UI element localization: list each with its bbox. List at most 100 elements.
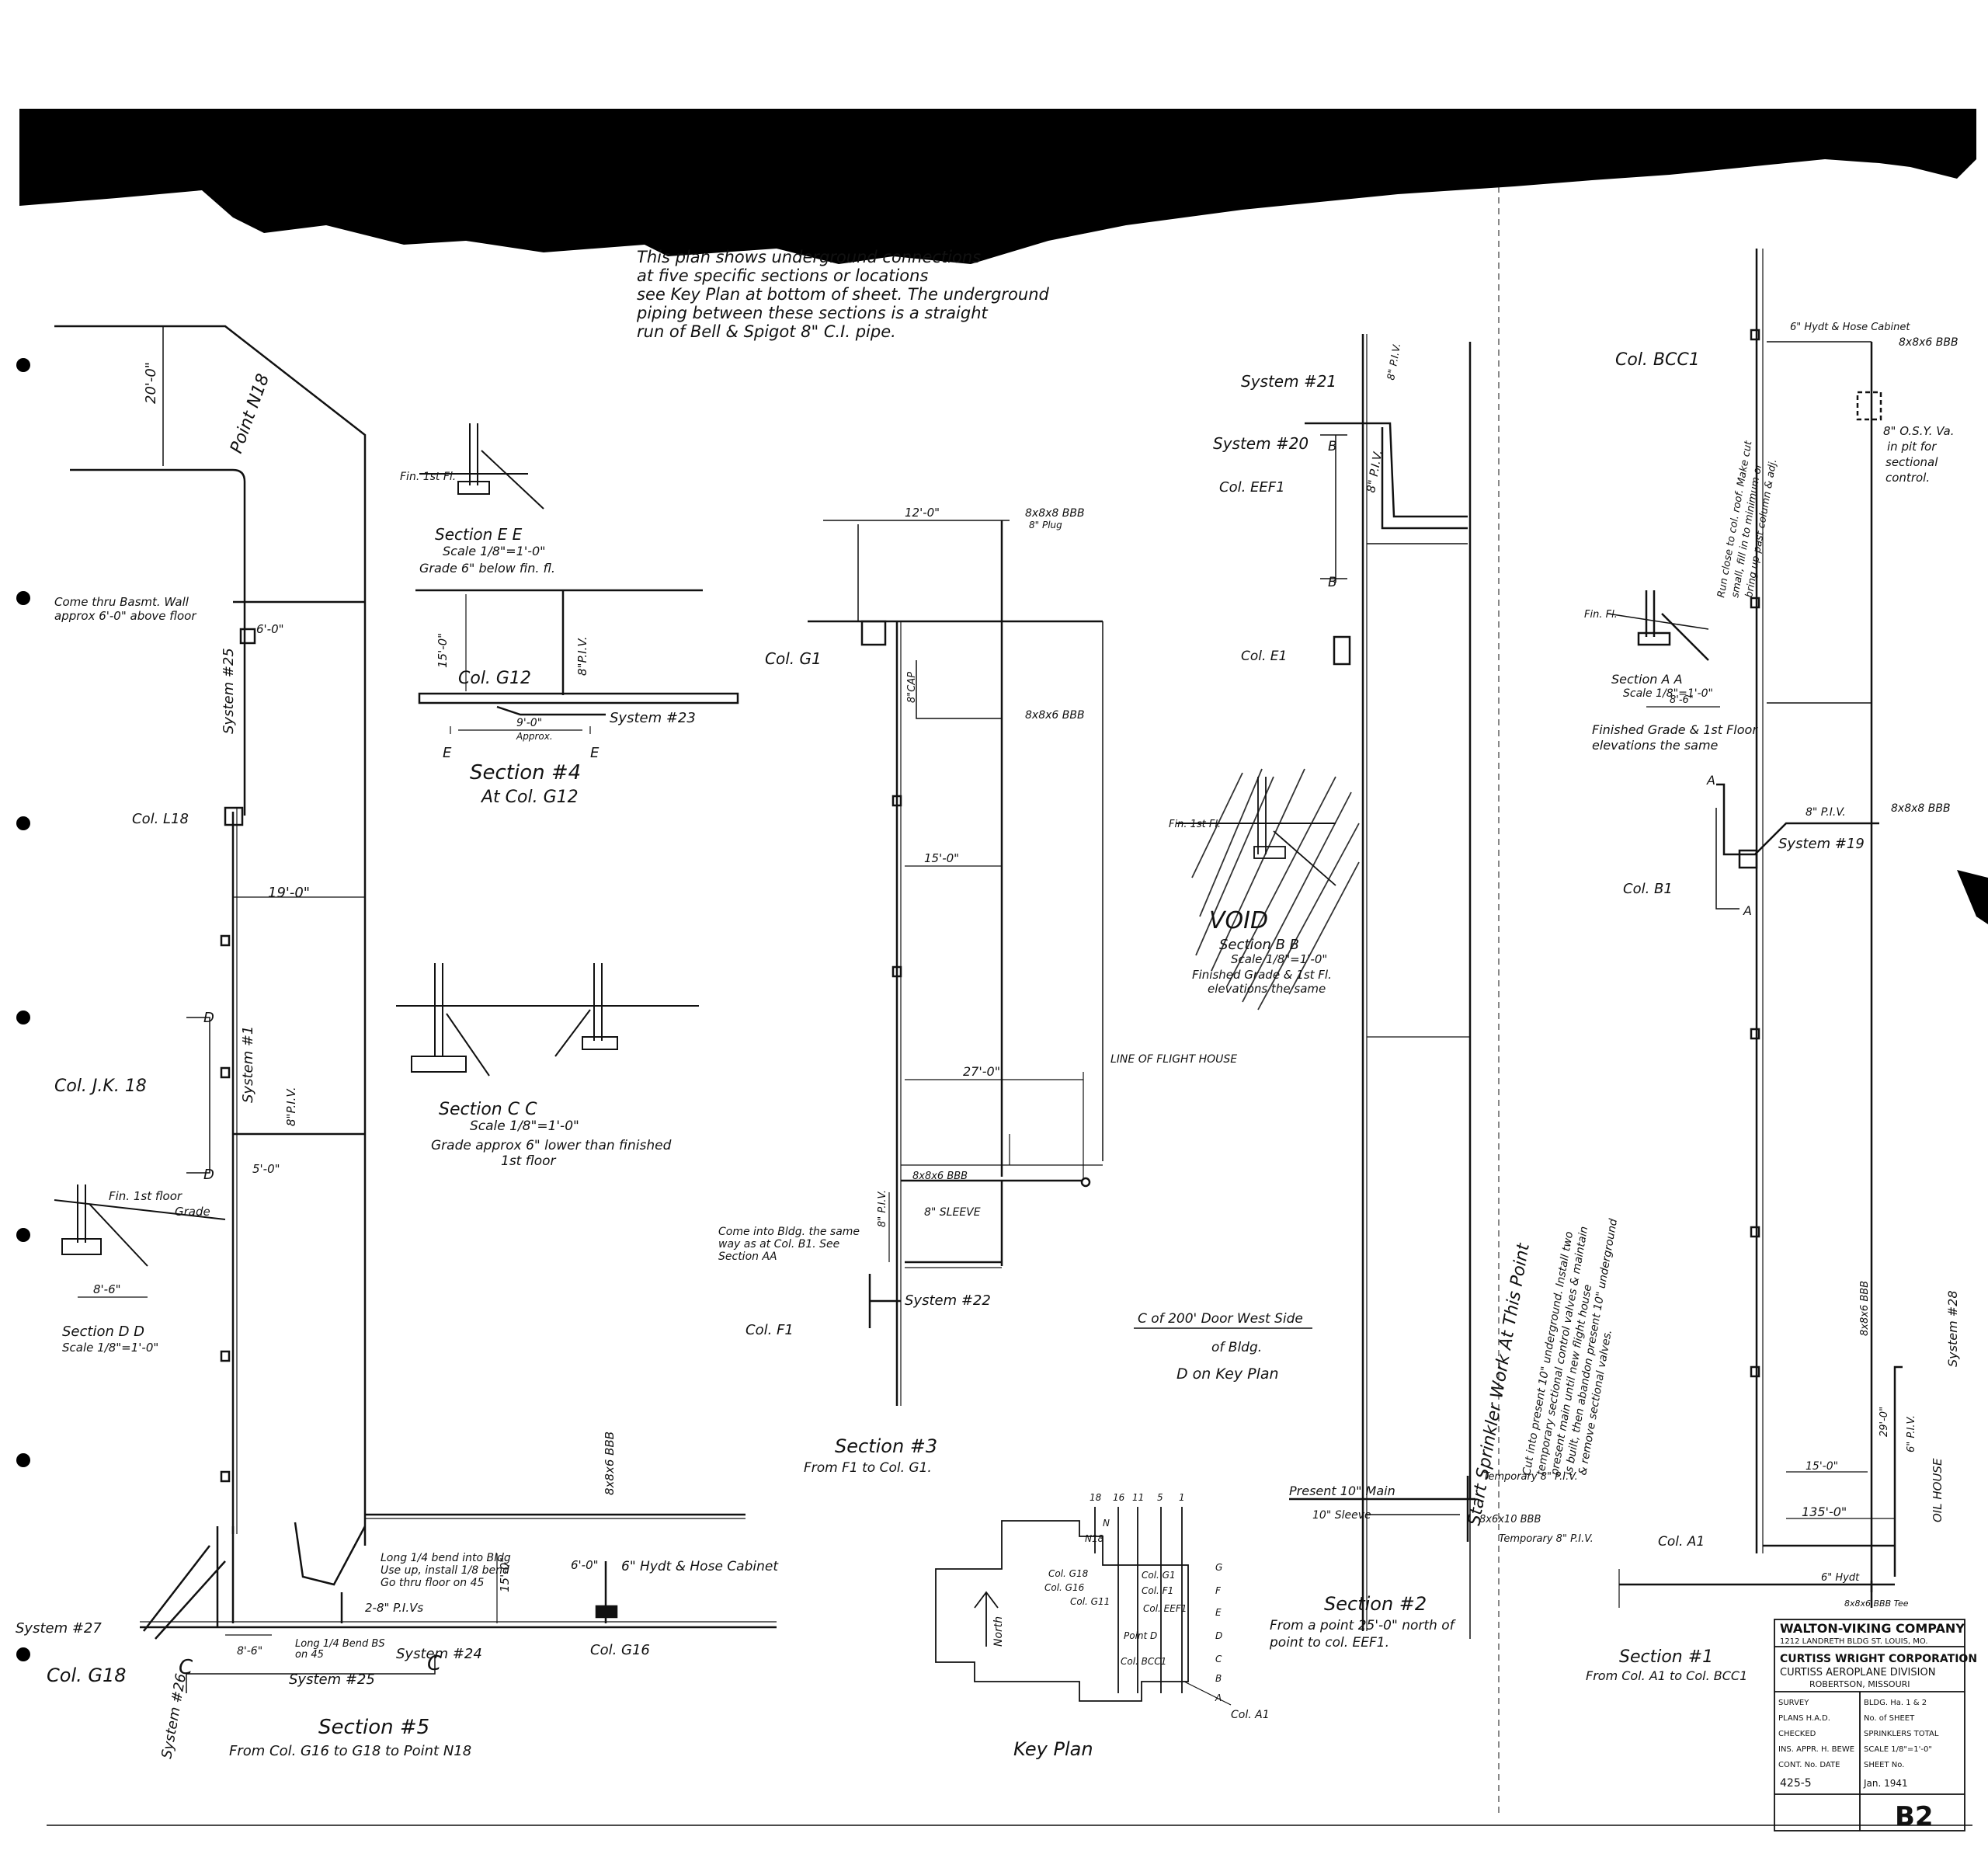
column-label: Col. G12 (458, 669, 531, 688)
fitting-label: 8x8x8 BBB (1025, 507, 1085, 520)
grade-label: 1st floor (501, 1153, 557, 1169)
dimension-label: 8'-6" (1670, 694, 1694, 706)
void-hatch (1191, 768, 1360, 1011)
floor-label: Fin. 1st floor (109, 1189, 182, 1203)
pipe-run (54, 325, 367, 1546)
pipe-run (54, 1184, 226, 1243)
grade-label: Grade (175, 1205, 210, 1219)
building-label: OIL HOUSE (1931, 1458, 1945, 1522)
column-mark (239, 628, 256, 645)
fitting-label: 8x8x6 BBB (912, 1171, 968, 1182)
pipe-run (1870, 1365, 1903, 1608)
pipe-run (496, 705, 606, 716)
dimension-label: 6'-0" (571, 1558, 599, 1572)
pipe-run (1645, 590, 1656, 637)
system-label: System #22 (905, 1292, 991, 1309)
torn-top-edge (19, 109, 1976, 264)
note-line: way as at Col. B1. See (718, 1238, 839, 1251)
title-field: SURVEY (1778, 1699, 1809, 1707)
column-mark (891, 795, 902, 807)
column-label: Col. G18 (1048, 1568, 1089, 1579)
column-mark (891, 965, 902, 978)
fitting-label: 8x8x8 BBB (1891, 802, 1951, 815)
floor-label: Fin. 1st Fl. (400, 471, 456, 483)
footing (1637, 631, 1671, 646)
section-scale: Scale 1/8"=1'-0" (1231, 952, 1327, 966)
section-title: Section #5 (318, 1716, 429, 1739)
section-bb (1176, 768, 1360, 1011)
section-scale: Scale 1/8"=1'-0" (62, 1341, 158, 1355)
sheet-number: B2 (1895, 1801, 1934, 1832)
section-cut-letter: B (1328, 439, 1337, 454)
title-field: SCALE 1/8"=1'-0" (1864, 1745, 1932, 1754)
section-title: Key Plan (1013, 1738, 1093, 1760)
section-cut-letter: E (590, 745, 600, 761)
valve-pit (1856, 391, 1882, 421)
note-line: This plan shows underground connections (637, 248, 981, 266)
north-label: North (992, 1616, 1005, 1647)
piv-label: 8" P.I.V. (1385, 343, 1403, 381)
section-ee (419, 423, 544, 510)
section-title: Section #3 (835, 1435, 937, 1457)
pipe-run (434, 963, 443, 1056)
section-5-labels: Point N18 20'-0" Come thru Basmt. Wall a… (16, 362, 779, 1760)
dimension-label: 20'-0" (143, 362, 159, 404)
company-address: 1212 LANDRETH BLDG ST. LOUIS, MO. (1780, 1637, 1928, 1646)
grid-letter: F (1215, 1585, 1222, 1596)
system-label: System #24 (396, 1646, 482, 1662)
column-label: Col. G1 (765, 649, 822, 668)
column-label: Col. G16 (590, 1642, 650, 1658)
column-label: Col. A1 (1231, 1709, 1270, 1721)
note-line: Finished Grade & 1st Fl. (1192, 968, 1332, 982)
section-cut-letter: D (203, 1010, 214, 1026)
section-title: Section #1 (1619, 1647, 1713, 1667)
column-label: Col. B1 (1623, 881, 1673, 897)
piv-label: 8" P.I.V. (877, 1190, 888, 1227)
column-label: Col. A1 (1658, 1534, 1705, 1550)
piv-label: Temporary 8" P.I.V. (1499, 1533, 1594, 1545)
title-field: CHECKED (1778, 1730, 1816, 1738)
column-mark (1750, 1028, 1760, 1040)
system-label: System #1 (240, 1026, 256, 1103)
section-cut-line (186, 1017, 210, 1174)
section-3 (808, 520, 1103, 1406)
grid-letter: B (1215, 1673, 1222, 1684)
section-cut-letter: D (203, 1167, 214, 1183)
dimension-label: 8'-6" (93, 1282, 121, 1296)
division-name: CURTISS AEROPLANE DIVISION (1780, 1667, 1935, 1678)
valve-label: sectional (1885, 455, 1938, 469)
section-title: Section B B (1219, 937, 1299, 953)
column-label: Col. EEF1 (1219, 479, 1285, 496)
column-mark (220, 934, 231, 947)
pipe-run (1273, 830, 1336, 886)
point-label: N18 (1085, 1533, 1104, 1544)
fitting-label: 8x6x10 BBB (1479, 1514, 1541, 1525)
section-1-labels: Col. BCC1 6" Hydt & Hose Cabinet 8x8x6 B… (1584, 322, 1960, 1683)
footing (582, 1036, 618, 1050)
grid-letter: E (1215, 1607, 1222, 1618)
column-label: Col. G11 (1070, 1596, 1110, 1607)
column-label: Col. F1 (1142, 1585, 1173, 1596)
system-label: System #23 (610, 710, 696, 726)
system-label: System #25 (289, 1671, 375, 1688)
note-line: run of Bell & Spigot 8" C.I. pipe. (637, 322, 896, 341)
section-cut-letter: B (1328, 575, 1337, 590)
section-cut-line (186, 1654, 436, 1693)
title-field: PLANS H.A.D. (1778, 1714, 1830, 1723)
fitting-label: 8x8x6 BBB (603, 1431, 617, 1495)
start-work-label: Start Sprinkler Work At This Point (1465, 1241, 1534, 1527)
pipe-run (70, 468, 246, 816)
column-mark (860, 620, 887, 646)
section-2 (1134, 334, 1475, 1639)
section-cut-letter: A (1743, 903, 1752, 918)
section-cut-letter: A (1706, 773, 1715, 788)
grid-letter: G (1215, 1562, 1222, 1573)
binder-holes (16, 358, 30, 1661)
grid-number: 1 (1179, 1492, 1185, 1503)
dimension-label: 9'-0" (516, 717, 542, 729)
section-title: Section #2 (1324, 1593, 1427, 1615)
section-subtitle: From F1 to Col. G1. (804, 1460, 932, 1476)
column-label: Col. L18 (132, 811, 189, 827)
section-ee-labels: Fin. 1st Fl. Section E E Scale 1/8"=1'-0… (400, 471, 555, 576)
sleeve-label: 10" Sleeve (1312, 1509, 1371, 1522)
